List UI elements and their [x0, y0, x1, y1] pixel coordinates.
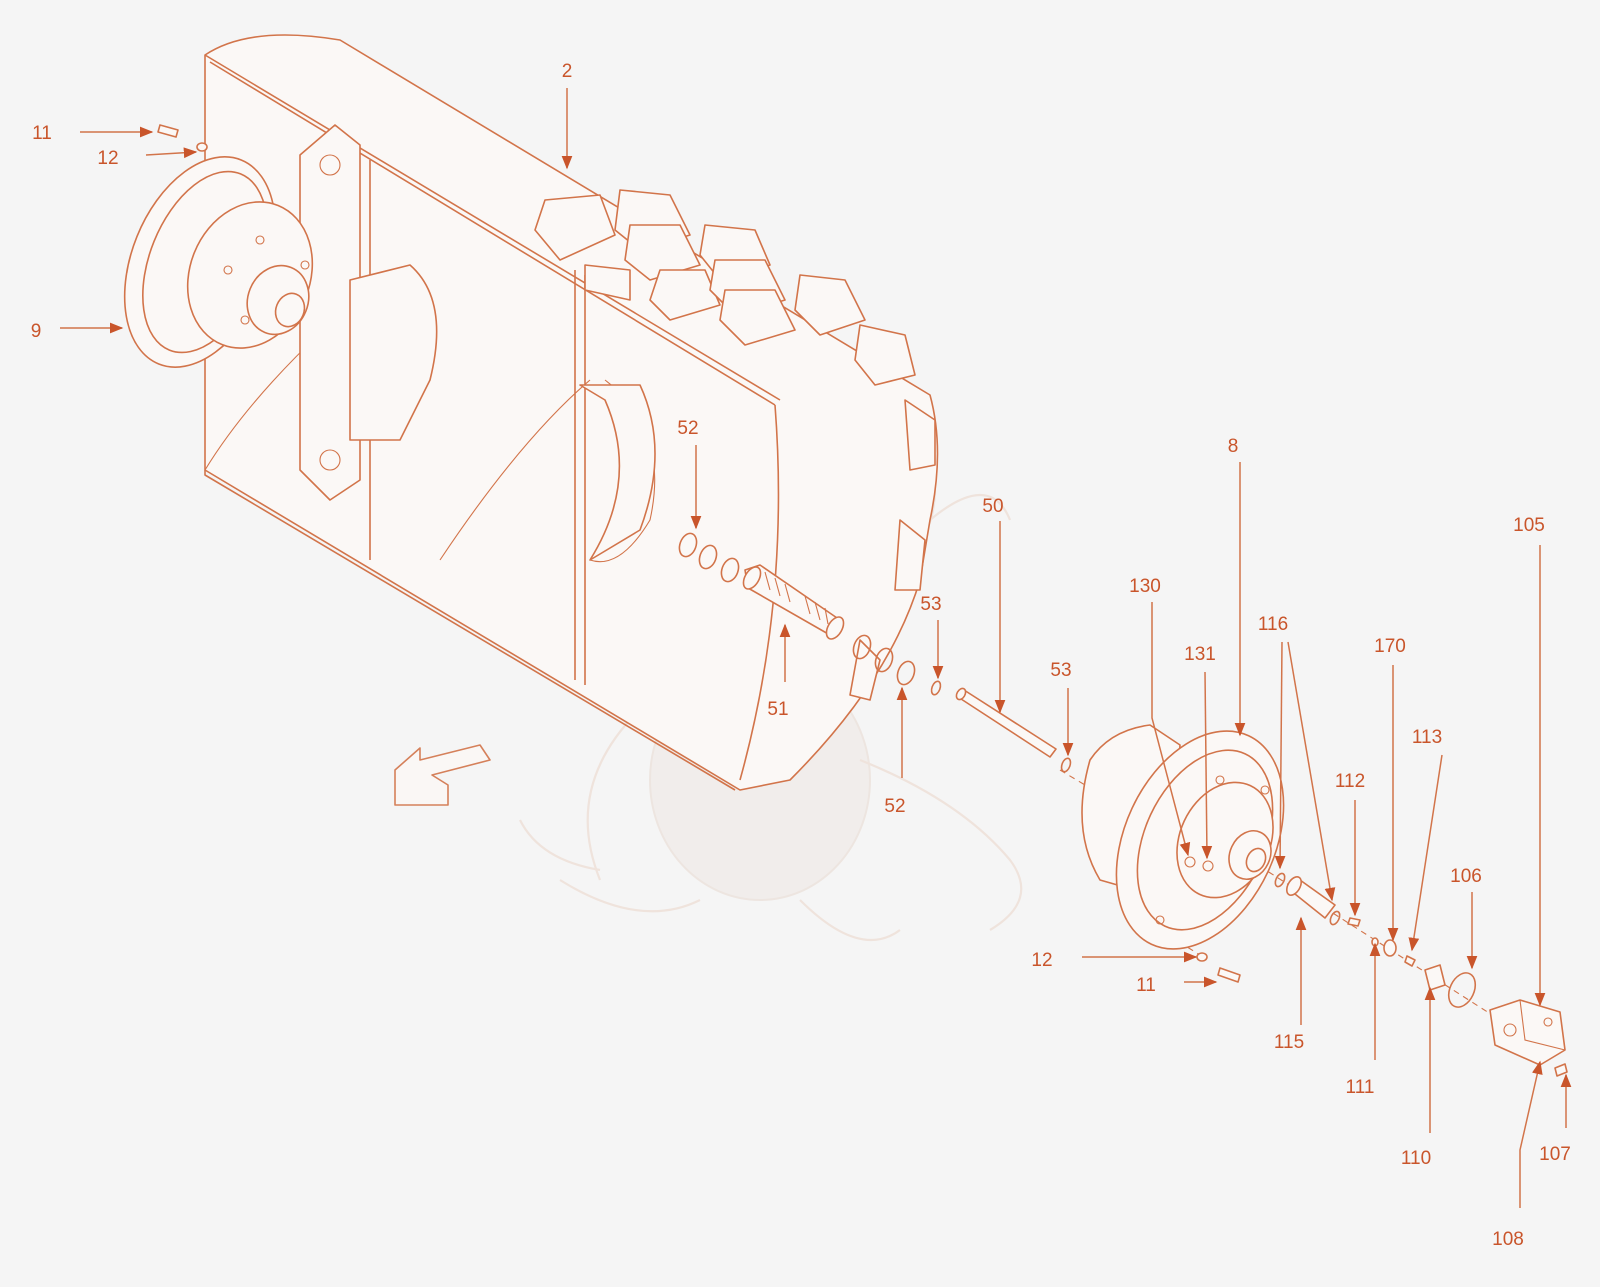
label-111: 111 [1346, 1077, 1375, 1098]
label-106: 106 [1450, 866, 1482, 887]
label-130: 130 [1129, 576, 1161, 597]
shaft-stud [742, 564, 845, 640]
label-8: 8 [1228, 436, 1239, 457]
direction-arrow-icon [394, 744, 491, 806]
label-107: 107 [1539, 1144, 1571, 1165]
label-105: 105 [1513, 515, 1545, 536]
long-pin [955, 687, 1057, 758]
label-131: 131 [1184, 644, 1216, 665]
right-hub [1081, 724, 1285, 950]
label-110: 110 [1401, 1148, 1431, 1169]
label-53-right: 53 [1050, 660, 1071, 681]
label-9: 9 [31, 321, 42, 342]
label-51: 51 [767, 699, 788, 720]
label-52-top: 52 [677, 418, 698, 439]
o-rings [678, 532, 1072, 773]
right-small-parts [1196, 872, 1568, 1077]
label-12-bottom: 12 [1031, 950, 1052, 971]
label-12-top: 12 [97, 148, 118, 169]
drum-shell [204, 34, 939, 791]
label-11-top: 11 [32, 123, 52, 144]
label-108: 108 [1492, 1229, 1524, 1250]
label-115: 115 [1274, 1032, 1304, 1053]
label-113: 113 [1412, 727, 1442, 748]
label-52-bottom: 52 [884, 796, 905, 817]
label-53-mid: 53 [920, 594, 941, 615]
callout-labels: 2 11 12 9 52 51 52 53 50 53 8 130 131 11… [31, 61, 1572, 1250]
label-170: 170 [1374, 636, 1406, 657]
top-bolts [157, 124, 208, 152]
label-116: 116 [1258, 614, 1288, 635]
label-11-bottom: 11 [1136, 975, 1156, 996]
grouser-pads [534, 189, 936, 701]
left-hub [123, 156, 314, 368]
label-2: 2 [562, 61, 573, 82]
label-112: 112 [1335, 771, 1365, 792]
label-50: 50 [982, 496, 1003, 517]
